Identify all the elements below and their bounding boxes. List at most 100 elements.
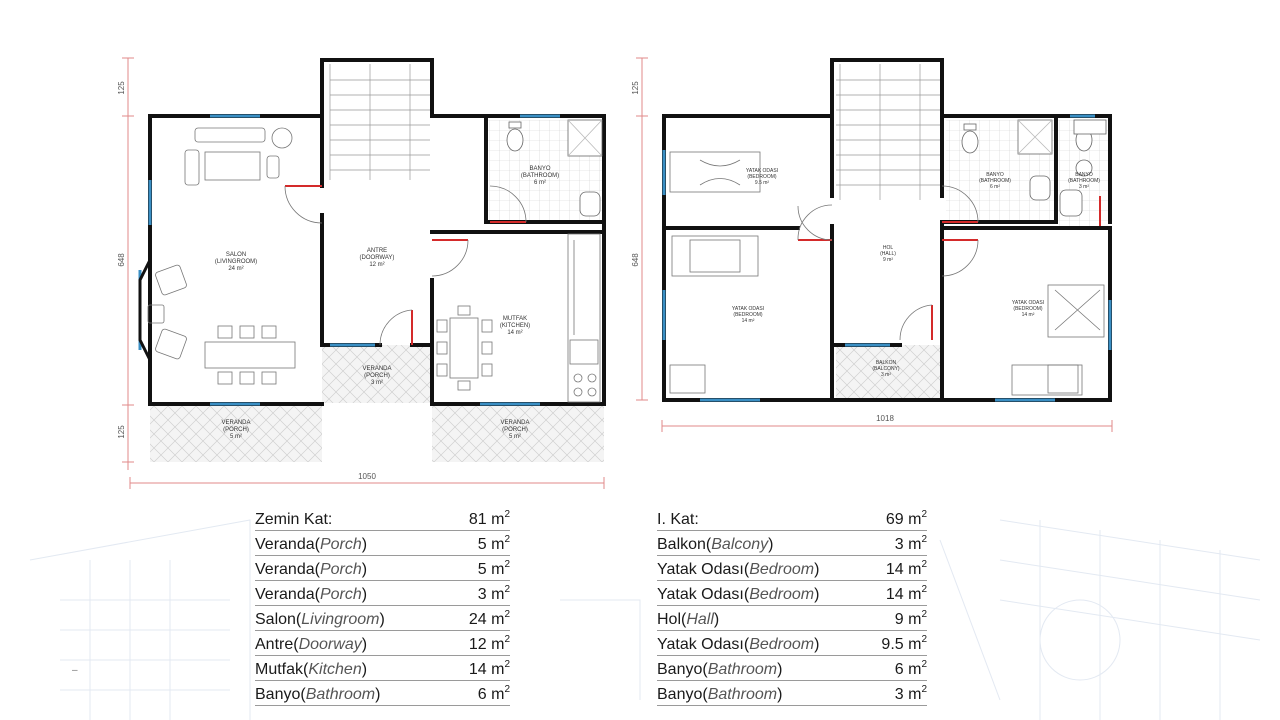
area-row-label: Yatak Odası(Bedroom) [657, 561, 820, 578]
room-banyo-small-name: BANYO [1075, 172, 1093, 178]
room-yatak-right-en: (BEDROOM) [1013, 306, 1043, 312]
room-banyo-big-area: 6 m² [990, 184, 1000, 190]
area-row-value: 14 m2 [885, 584, 927, 604]
ground-dim-bottom: 125 [117, 425, 126, 439]
area-row-value: 6 m2 [477, 684, 510, 704]
room-veranda-small-name: VERANDA [362, 366, 391, 372]
room-salon-en: (LIVINGROOM) [215, 259, 257, 265]
first-bathroom-fixtures [961, 119, 1107, 217]
room-yatak-small-en: (BEDROOM) [747, 174, 777, 180]
area-row: Mutfak(Kitchen)14 m2 [255, 656, 510, 681]
room-banyo-en: (BATHROOM) [521, 173, 559, 179]
area-row-label: Balkon(Balcony) [657, 536, 774, 553]
room-veranda-left-en: (PORCH) [223, 427, 249, 433]
floor-plans: 125 648 125 1050 [117, 57, 1113, 489]
room-mutfak-en: (KITCHEN) [500, 323, 530, 329]
area-row-label: Antre(Doorway) [255, 636, 368, 653]
area-row: Veranda(Porch)5 m2 [255, 556, 510, 581]
area-row-value: 14 m2 [885, 559, 927, 579]
area-row: Yatak Odası(Bedroom) 9.5 m2 [657, 631, 927, 656]
first-dim-width: 1018 [876, 414, 894, 423]
room-mutfak-area: 14 m² [507, 330, 522, 336]
area-row: Yatak Odası(Bedroom) 14 m2 [657, 581, 927, 606]
first-dim-depth: 648 [631, 253, 640, 267]
area-row-value: 3 m2 [894, 684, 927, 704]
room-banyo-small-area: 3 m² [1079, 184, 1089, 190]
area-row-value: 12 m2 [468, 634, 510, 654]
room-banyo-area: 6 m² [534, 180, 546, 186]
area-row-value: 81 m2 [468, 509, 510, 529]
area-row-label: I. Kat: [657, 511, 699, 528]
kitchen-fixtures [436, 233, 601, 403]
area-row-label: Banyo(Bathroom) [255, 686, 381, 703]
area-row: Antre(Doorway) 12 m2 [255, 631, 510, 656]
area-row: Banyo(Bathroom) 6 m2 [255, 681, 510, 706]
room-antre-en: (DOORWAY) [360, 255, 395, 261]
room-yatak-right-name: YATAK ODASI [1012, 300, 1044, 306]
ground-dimension-lines [122, 57, 605, 489]
room-yatak-small-area: 9.5 m² [755, 180, 770, 186]
area-row: Hol(Hall)9 m2 [657, 606, 927, 631]
room-balkon-area: 3 m² [881, 372, 891, 378]
area-row: Veranda(Porch) 5 m2 [255, 531, 510, 556]
area-row-label: Hol(Hall) [657, 611, 720, 628]
room-balkon-en: (BALCONY) [872, 366, 900, 372]
room-yatak-left-area: 14 m² [742, 318, 755, 324]
area-row-label: Veranda(Porch) [255, 536, 368, 553]
ground-dim-width: 1050 [358, 472, 376, 481]
area-row-value: 6 m2 [894, 659, 927, 679]
area-row-label: Salon(Livingroom) [255, 611, 385, 628]
first-dimension-lines [636, 57, 1113, 432]
area-row-label: Yatak Odası(Bedroom) [657, 636, 820, 653]
room-antre-area: 12 m² [369, 262, 384, 268]
room-hol-en: (HALL) [880, 251, 896, 257]
area-row: Balkon(Balcony) 3 m2 [657, 531, 927, 556]
room-banyo-big-en: (BATHROOM) [979, 178, 1011, 184]
livingroom-furniture [147, 127, 296, 385]
ground-bathroom-fixtures [506, 119, 603, 217]
room-veranda-right-area: 5 m² [509, 434, 521, 440]
ground-doors [285, 185, 526, 345]
room-yatak-small-name: YATAK ODASI [746, 168, 778, 174]
area-row-label: Banyo(Bathroom) [657, 661, 783, 678]
first-stairs [836, 64, 940, 200]
porch-left-area [150, 404, 322, 462]
ground-dim-top: 125 [117, 81, 126, 95]
room-veranda-left-name: VERANDA [221, 420, 250, 426]
first-windows [662, 114, 1112, 402]
room-mutfak-name: MUTFAK [503, 316, 527, 322]
room-yatak-left-name: YATAK ODASI [732, 306, 764, 312]
area-row-value: 69 m2 [885, 509, 927, 529]
area-row-value: 9.5 m2 [881, 634, 927, 654]
room-veranda-small-en: (PORCH) [364, 373, 390, 379]
area-row: I. Kat: 69 m2 [657, 506, 927, 531]
ground-stairs [329, 64, 430, 180]
ground-floor-area-table: Zemin Kat: 81 m2 Veranda(Porch) 5 m2 Veranda… [255, 506, 510, 706]
area-row-label: Yatak Odası(Bedroom) [657, 586, 820, 603]
area-row-label: Veranda(Porch) [255, 586, 368, 603]
area-row-value: 14 m2 [468, 659, 510, 679]
room-yatak-left-en: (BEDROOM) [733, 312, 763, 318]
area-row-value: 24 m2 [468, 609, 510, 629]
room-banyo-name: BANYO [529, 166, 550, 172]
room-veranda-left-area: 5 m² [230, 434, 242, 440]
area-row-label: Veranda(Porch) [255, 561, 368, 578]
area-row: Banyo(Bathroom) 3 m2 [657, 681, 927, 706]
area-row-label: Zemin Kat: [255, 511, 333, 528]
room-antre-name: ANTRE [367, 248, 387, 254]
area-row: Yatak Odası(Bedroom) 14 m2 [657, 556, 927, 581]
area-row-value: 5 m2 [477, 534, 510, 554]
porch-small-area [322, 345, 430, 403]
porch-right-area [432, 404, 604, 462]
area-row-label: Banyo(Bathroom) [657, 686, 783, 703]
stray-mark: – [72, 665, 78, 676]
first-floor-plan: 125 648 1018 [631, 57, 1113, 432]
room-veranda-right-name: VERANDA [500, 420, 529, 426]
balcony-area [836, 345, 940, 401]
first-walls [662, 58, 1112, 402]
first-doors [798, 196, 1101, 340]
area-row: Banyo(Bathroom) 6 m2 [657, 656, 927, 681]
room-veranda-small-area: 3 m² [371, 380, 383, 386]
area-row-value: 3 m2 [894, 534, 927, 554]
